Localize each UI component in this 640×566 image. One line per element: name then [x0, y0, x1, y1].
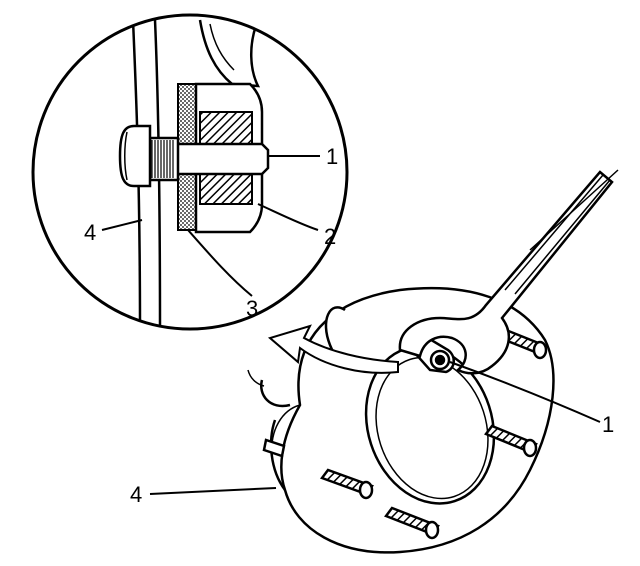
leader-main-bolt — [449, 361, 601, 423]
callout-inset-nut: 2 — [324, 224, 336, 249]
callout-labels: 1 2 3 4 1 4 — [84, 144, 614, 507]
inset-bolt-head — [118, 124, 152, 188]
stud-right — [484, 424, 538, 458]
leader-inset-washer — [187, 229, 253, 297]
callout-main-bolt: 1 — [602, 412, 614, 437]
callout-inset-washer: 3 — [246, 296, 258, 321]
inset-nut-section-top — [199, 111, 253, 145]
callout-inset-bolt: 1 — [326, 144, 338, 169]
inset-nut-section-bottom — [199, 173, 253, 205]
wheel-studs — [262, 328, 548, 540]
inset-detail — [31, 13, 349, 331]
leader-inset-flange — [101, 219, 143, 231]
main-hub — [149, 169, 619, 554]
callout-main-flange: 4 — [130, 482, 142, 507]
leader-main-flange — [149, 487, 277, 495]
wrench — [398, 169, 619, 375]
rotation-arrow-icon — [267, 324, 399, 374]
callout-inset-flange: 4 — [84, 220, 96, 245]
stud-lower-left — [319, 468, 375, 500]
leader-inset-nut — [257, 203, 319, 231]
inset-bolt-shank — [170, 142, 270, 176]
stud-bottom — [384, 506, 440, 540]
inset-circle — [31, 13, 349, 331]
stud-back-left — [262, 438, 286, 458]
